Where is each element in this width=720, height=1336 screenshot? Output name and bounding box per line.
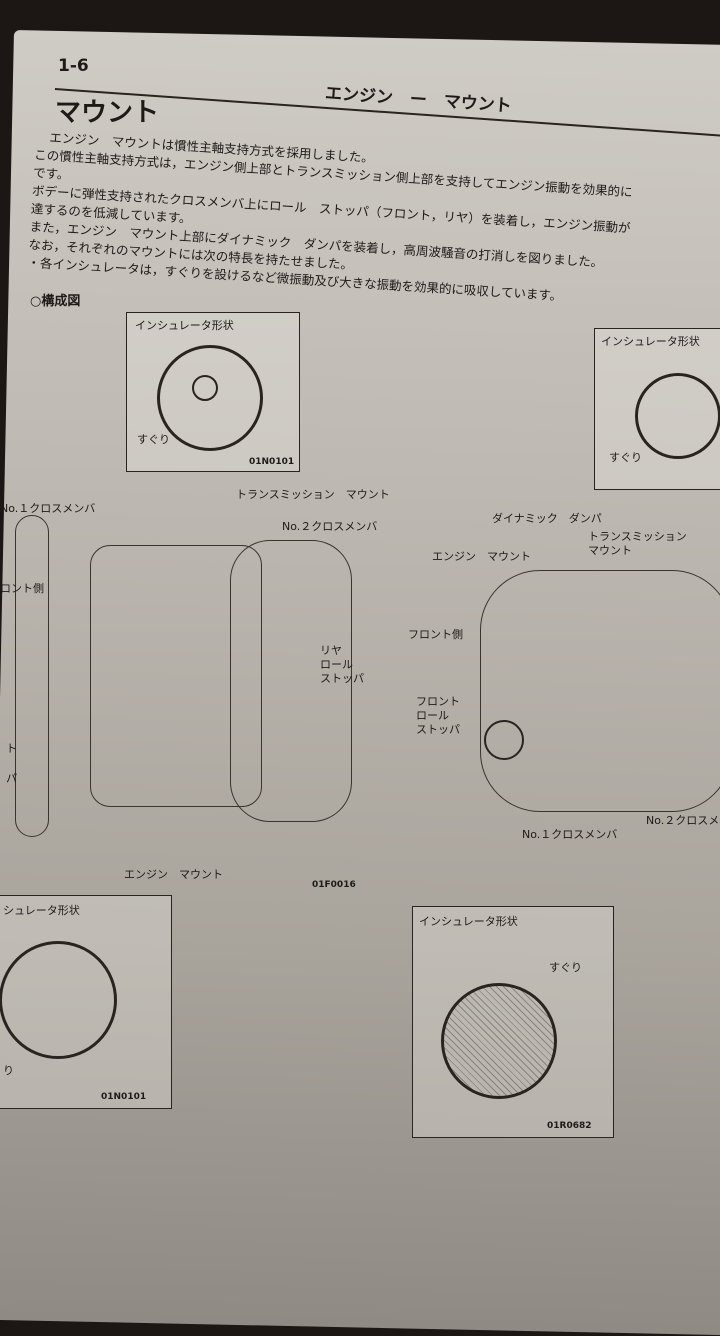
label-line: ロール: [320, 658, 353, 671]
label-line: ストッパ: [416, 723, 460, 736]
label-front-roll-stopper: フロント ロール ストッパ: [416, 695, 460, 737]
label-no2-crossmember: No.２クロスメンバ: [282, 520, 378, 533]
inset-title: インシュレータ形状: [601, 335, 700, 348]
label-line: トランスミッション: [588, 530, 687, 543]
no1-crossmember-outline: [15, 515, 49, 837]
label-no1-crossmember: No.１クロスメンバ: [0, 502, 96, 515]
figure-code: 01R0682: [547, 1121, 592, 1131]
label-dynamic-damper: ダイナミック ダンパ: [492, 512, 602, 525]
section-heading: ○構成図: [30, 294, 81, 309]
label-line: ストッパ: [320, 672, 364, 685]
insulator-hole-icon: [192, 375, 218, 401]
inset-title: インシュレータ形状: [135, 319, 234, 332]
left-inset-top: インシュレータ形状 すぐり 01N0101: [126, 312, 300, 472]
figure-code: 01F0016: [312, 880, 356, 890]
figure-code: 01N0101: [249, 457, 295, 467]
callout-sugiri: すぐり: [609, 451, 642, 464]
engine-outline-right: [480, 570, 720, 812]
pulley-icon: [484, 720, 524, 760]
engine-outline: [90, 545, 262, 807]
label-engine-mount: エンジン マウント: [124, 868, 223, 881]
no2-crossmember-outline: [230, 540, 352, 822]
label-rear-roll-stopper: リヤ ロール ストッパ: [320, 644, 364, 686]
label-front-side: フロント側: [408, 628, 463, 641]
label-transmission-mount: トランスミッション マウント: [236, 488, 390, 501]
right-inset-bottom: インシュレータ形状 すぐり 01R0682: [412, 906, 614, 1138]
left-inset-bottom: シュレータ形状 り 01N0101: [0, 895, 172, 1109]
label-line: マウント: [588, 544, 632, 557]
callout-sugiri: すぐり: [137, 433, 170, 446]
label-line: リヤ: [320, 644, 342, 657]
insulator-icon: [441, 983, 557, 1099]
page-title: マウント: [55, 98, 160, 128]
inset-title: シュレータ形状: [3, 904, 80, 917]
callout-sugiri: すぐり: [549, 961, 582, 974]
figure-code: 01N0101: [101, 1092, 147, 1102]
insulator-icon: [157, 345, 263, 451]
callout-sugiri: り: [3, 1064, 14, 1077]
label-line: フロント: [416, 695, 460, 708]
label-cut: ト: [6, 742, 17, 755]
insulator-icon: [635, 373, 720, 459]
page-number: 1-6: [58, 56, 89, 76]
inset-title: インシュレータ形状: [419, 915, 518, 928]
label-front-side: ロント側: [0, 582, 44, 595]
right-inset-top: インシュレータ形状 すぐり: [594, 328, 720, 490]
label-no1-crossmember: No.１クロスメンバ: [522, 828, 618, 841]
label-line: ロール: [416, 709, 449, 722]
label-cut: パ: [6, 772, 17, 785]
label-engine-mount: エンジン マウント: [432, 550, 531, 563]
label-transmission-mount: トランスミッション マウント: [588, 530, 687, 558]
insulator-icon: [0, 941, 117, 1059]
label-no2-crossmember: No.２クロスメ: [646, 814, 720, 827]
